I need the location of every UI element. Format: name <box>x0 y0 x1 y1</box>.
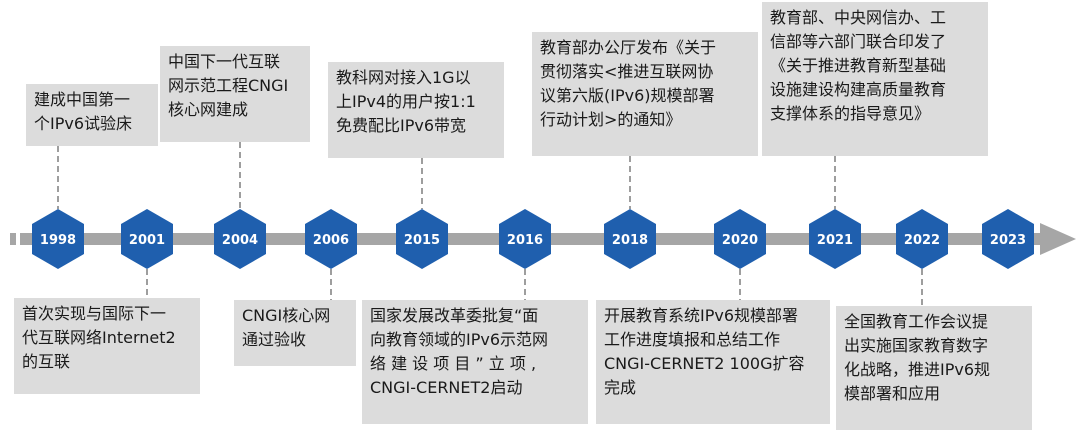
event-text: 网示范工程CNGI <box>168 76 289 95</box>
axis-arrow-head <box>1040 223 1076 255</box>
year-marker-2023 <box>982 209 1034 269</box>
event-box-2021: 教育部、中央网信办、工 信部等六部门联合印发了 《关于推进教育新型基础 设施建设… <box>762 2 988 156</box>
event-text: CNGI-CERNET2启动 <box>370 378 523 397</box>
event-text: 首次实现与国际下一 <box>22 304 167 323</box>
event-text: 教育部、中央网信办、工 <box>770 8 947 27</box>
event-text: 络 建 设 项 目 ” 立 项 , <box>370 354 537 373</box>
event-text: 的互联 <box>22 352 71 371</box>
year-marker-2021 <box>809 209 861 269</box>
event-box-2016: 国家发展改革委批复“面 向教育领域的IPv6示范网 络 建 设 项 目 ” 立 … <box>362 300 588 424</box>
event-text: 教育部办公厅发布《关于 <box>540 38 717 57</box>
event-box-2022: 全国教育工作会议提 出实施国家教育数字 化战略，推进IPv6规 模部署和应用 <box>836 306 1032 430</box>
event-text: 通过验收 <box>242 330 307 349</box>
year-marker-2015 <box>396 209 448 269</box>
event-text: 代互联网络Internet2 <box>22 328 176 347</box>
event-box-2018: 教育部办公厅发布《关于 贯彻落实<推进互联网协 议第六版(IPv6)规模部署 行… <box>532 32 758 156</box>
event-box-2006: CNGI核心网 通过验收 <box>234 300 356 366</box>
event-text: 设施建设构建高质量教育 <box>770 80 947 99</box>
event-box-2001: 首次实现与国际下一 代互联网络Internet2 的互联 <box>14 298 200 394</box>
year-label-1998: 1998 <box>40 233 76 248</box>
event-text: 行动计划>的通知》 <box>540 110 682 129</box>
year-label-2021: 2021 <box>817 233 853 248</box>
year-marker-1998 <box>32 209 84 269</box>
event-text: 贯彻落实<推进互联网协 <box>540 62 714 81</box>
event-text: 工作进度填报和总结工作 <box>604 330 781 349</box>
event-text: 《关于推进教育新型基础 <box>770 56 947 75</box>
event-text: 上IPv4的用户按1:1 <box>336 92 476 111</box>
event-text: 化战略，推进IPv6规 <box>844 360 991 379</box>
event-text: 议第六版(IPv6)规模部署 <box>540 86 715 105</box>
event-box-2004: 中国下一代互联 网示范工程CNGI 核心网建成 <box>160 46 310 142</box>
event-text: 模部署和应用 <box>844 384 941 403</box>
year-marker-2004 <box>214 209 266 269</box>
year-label-2023: 2023 <box>990 233 1026 248</box>
year-marker-2016 <box>499 209 551 269</box>
event-text: 教科网对接入1G以 <box>336 68 471 87</box>
event-text: 国家发展改革委批复“面 <box>370 306 539 325</box>
year-label-2004: 2004 <box>222 233 258 248</box>
year-marker-2022 <box>896 209 948 269</box>
event-text: 免费配比IPv6带宽 <box>336 116 467 135</box>
year-label-2018: 2018 <box>612 233 648 248</box>
event-text: CNGI核心网 <box>242 306 331 325</box>
year-label-2016: 2016 <box>507 233 543 248</box>
event-text: 出实施国家教育数字 <box>844 336 989 355</box>
year-label-2020: 2020 <box>722 233 758 248</box>
event-text: 核心网建成 <box>168 100 249 119</box>
event-text: 建成中国第一 <box>34 90 131 109</box>
event-box-2015: 教科网对接入1G以 上IPv4的用户按1:1 免费配比IPv6带宽 <box>328 62 504 158</box>
year-marker-2018 <box>604 209 656 269</box>
year-label-2006: 2006 <box>313 233 349 248</box>
event-text: 向教育领域的IPv6示范网 <box>370 330 549 349</box>
event-box-2020: 开展教育系统IPv6规模部署 工作进度填报和总结工作 CNGI-CERNET2 … <box>596 300 830 424</box>
event-text: 信部等六部门联合印发了 <box>770 32 947 51</box>
event-text: 中国下一代互联 <box>168 52 281 71</box>
year-marker-2001 <box>121 209 173 269</box>
event-text: 完成 <box>604 378 637 397</box>
event-box-1998: 建成中国第一 个IPv6试验床 <box>26 84 158 146</box>
year-label-2001: 2001 <box>129 233 165 248</box>
year-label-2022: 2022 <box>904 233 940 248</box>
year-marker-2006 <box>305 209 357 269</box>
event-text: 全国教育工作会议提 <box>844 312 989 331</box>
year-marker-2020 <box>714 209 766 269</box>
axis-stub <box>10 233 16 245</box>
event-text: 支撑体系的指导意见》 <box>770 104 931 123</box>
event-text: 个IPv6试验床 <box>34 114 133 133</box>
year-label-2015: 2015 <box>404 233 440 248</box>
event-text: 开展教育系统IPv6规模部署 <box>604 306 799 325</box>
event-text: CNGI-CERNET2 100G扩容 <box>604 354 805 373</box>
